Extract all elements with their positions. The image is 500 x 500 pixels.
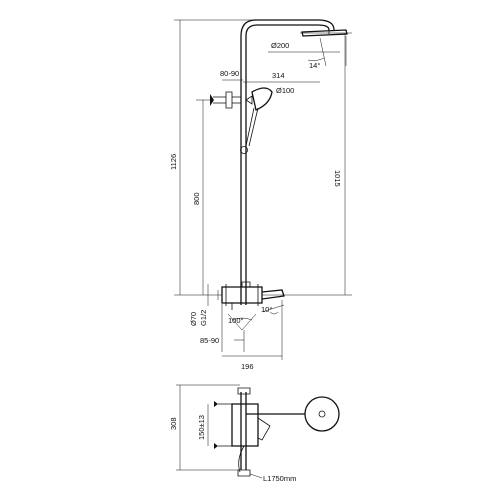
upper-screw-head: [210, 94, 214, 106]
spout-angle-arc: [269, 311, 279, 315]
mixer-body: [221, 286, 263, 304]
arm-length-label: 314: [272, 71, 285, 80]
spout-projection-label: 196: [241, 362, 254, 371]
plan-height-label: 308: [169, 417, 178, 430]
hose-connector: [240, 146, 248, 154]
swivel-angle-label: 100°: [228, 316, 244, 325]
bracket-height-label: 800: [192, 192, 201, 205]
plan-head-centre: [318, 410, 326, 418]
plan-spout: [257, 417, 271, 441]
plan-shower-head: [304, 396, 340, 432]
handshower-handle: [245, 107, 259, 147]
spout-angle-label: 10°: [261, 305, 272, 314]
wall-distance-label: 85-90: [200, 336, 219, 345]
handshower-head: [251, 87, 273, 111]
thread-label: G1/2: [199, 310, 208, 326]
spout-angle-line: [261, 304, 285, 313]
shower-head: [301, 29, 348, 37]
plan-rail: [240, 392, 247, 470]
upper-bracket-screw: [213, 96, 226, 104]
hose-length-label: L1750mm: [263, 474, 296, 483]
bar-length-label: 1015: [333, 170, 342, 187]
swivel-angle-lines: [227, 313, 257, 331]
upper-wall-bracket: [225, 91, 241, 109]
plan-hose-fitting: [237, 469, 251, 477]
escutcheon-diameter-label: Ø70: [189, 312, 198, 326]
handshower-holder: [245, 95, 253, 105]
handshower-diameter-label: Ø100: [276, 86, 294, 95]
total-height-label: 1126: [169, 154, 178, 170]
mixer-escutcheons: [225, 284, 259, 306]
head-tilt-label: 14°: [309, 61, 320, 70]
inlet-centres-label: 150±13: [197, 415, 206, 440]
swivel-angle-arc: [231, 317, 253, 321]
plan-mixer: [231, 403, 259, 447]
shower-arm: [240, 19, 335, 37]
front-elevation: 14° Ø200 80-90 314 Ø100 10°: [169, 19, 352, 371]
plan-top-fitting: [237, 387, 251, 395]
plan-view: L1750mm 308 150±13: [169, 384, 340, 483]
hose-leader: [249, 473, 263, 479]
diverter-knob: [241, 281, 251, 288]
mixer-spout: [261, 289, 285, 300]
plan-inlet-nuts: [214, 401, 218, 449]
head-tilt-arc: [307, 57, 325, 61]
riser-rail: [240, 36, 247, 305]
head-diameter-label: Ø200: [271, 41, 289, 50]
bracket-depth-label: 80-90: [220, 69, 239, 78]
plan-inlets: [218, 403, 232, 447]
